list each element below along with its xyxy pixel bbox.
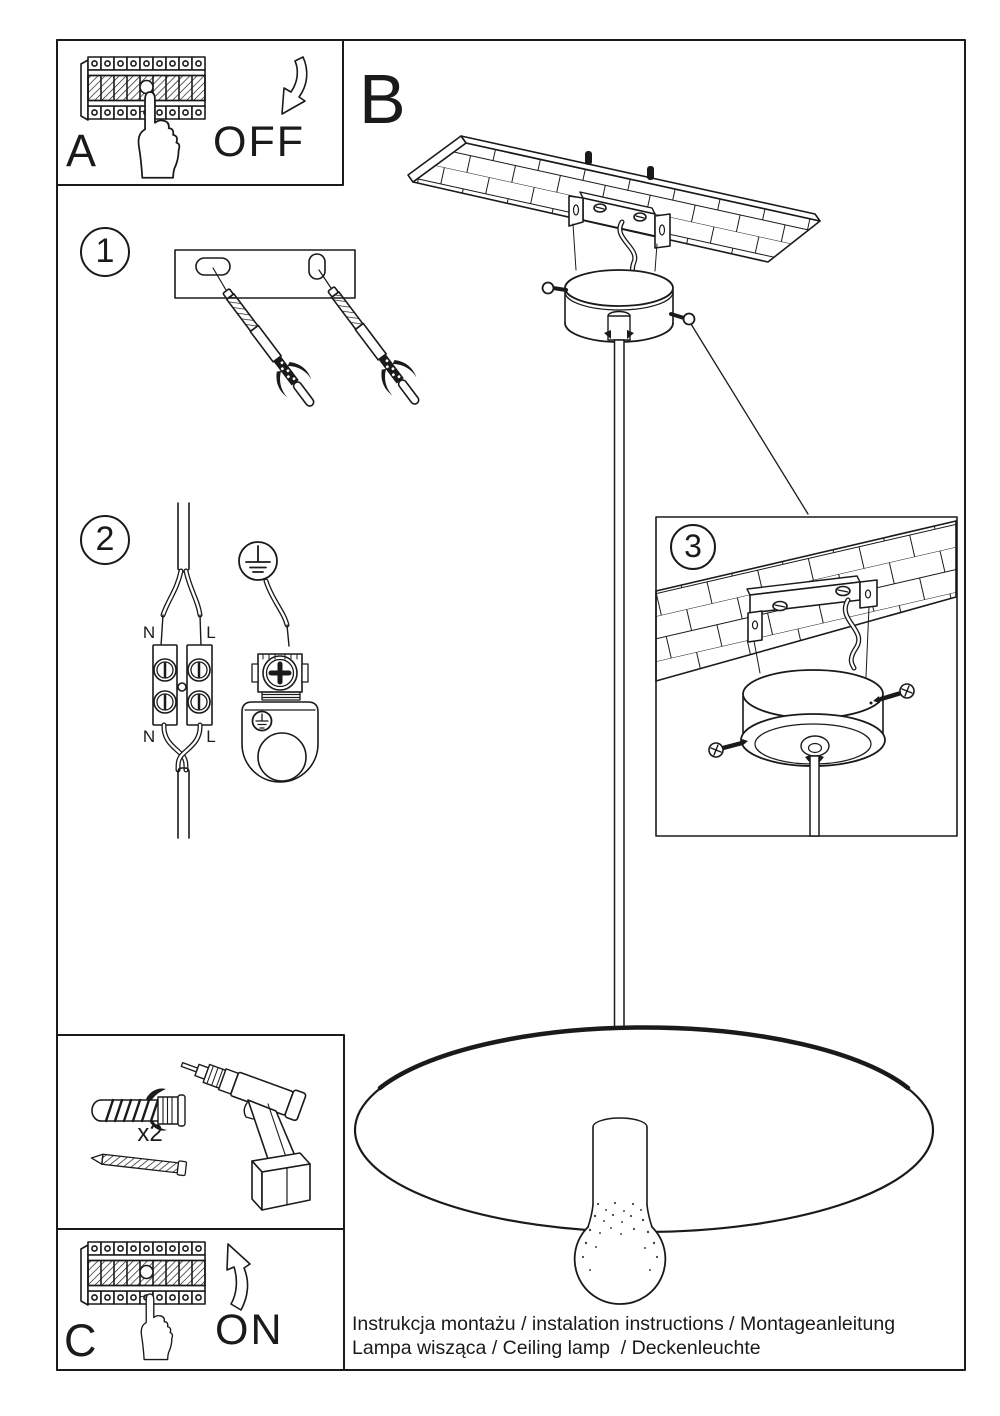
panel-b-label: B xyxy=(359,60,406,138)
canopy-side-screw xyxy=(708,739,748,758)
panel-c-label: C xyxy=(64,1315,97,1366)
mounting-bracket xyxy=(568,191,671,249)
earth-symbol-icon xyxy=(238,541,278,581)
caption-line-1: Instrukcja montażu / instalation instruc… xyxy=(352,1313,896,1335)
anchor-quantity-label: x2 xyxy=(137,1120,163,1147)
hanging-rod xyxy=(613,339,625,1041)
step1-number: 1 xyxy=(95,232,115,270)
terminal-screw xyxy=(187,658,211,682)
mains-cable xyxy=(177,502,190,573)
live-label-bottom: L xyxy=(206,727,216,746)
step1-badge xyxy=(80,227,130,277)
ground-clamp-drawing xyxy=(241,653,319,783)
drill-icon xyxy=(180,1061,311,1211)
terminal-block xyxy=(152,644,213,726)
neutral-label-bottom: N xyxy=(142,727,156,746)
light-bulb xyxy=(573,1226,667,1305)
page-border xyxy=(56,39,966,1371)
canopy-side-screw xyxy=(869,683,915,705)
terminal-screw xyxy=(153,658,177,682)
panel-c-box xyxy=(56,1228,345,1371)
neutral-label-top: N xyxy=(142,623,156,642)
bulb-socket xyxy=(592,1126,648,1206)
off-label: OFF xyxy=(213,118,305,166)
detail-leader-line xyxy=(690,323,809,515)
screw-tip xyxy=(585,151,592,165)
step2-wiring-drawing xyxy=(80,502,319,839)
terminal-screw xyxy=(187,690,211,714)
panel-a-label: A xyxy=(66,125,97,176)
step3-badge xyxy=(670,524,716,570)
bracket-screw xyxy=(593,203,607,213)
ceiling-canopy xyxy=(564,269,674,343)
detail-bracket xyxy=(746,575,878,643)
panel-b-drawing xyxy=(407,135,821,515)
screw-icon xyxy=(90,1153,188,1177)
screw-and-wall-plug-icon xyxy=(212,280,326,416)
live-label-top: L xyxy=(206,623,216,642)
screw-and-wall-plug-icon xyxy=(317,278,431,414)
canopy-side-screw xyxy=(669,312,696,326)
terminal-screw xyxy=(153,690,177,714)
canopy-side-screw xyxy=(541,281,568,295)
caption-line-2: Lampa wisząca / Ceiling lamp / Deckenleu… xyxy=(352,1337,761,1359)
breaker-off-drawing xyxy=(81,56,308,179)
wall-plug-icon xyxy=(91,1088,186,1131)
bracket-screw xyxy=(772,600,788,612)
bulb-shading-stipple xyxy=(581,1201,659,1271)
step2-badge xyxy=(80,515,130,565)
detail-canopy xyxy=(740,669,886,837)
step2-number: 2 xyxy=(95,520,115,558)
panel-a-box xyxy=(56,39,344,186)
screw-tip xyxy=(647,166,654,180)
arrow-down-icon xyxy=(281,56,308,115)
bracket-screw xyxy=(835,585,851,597)
arrow-up-icon xyxy=(226,1243,251,1311)
tools-drawing xyxy=(90,1061,311,1211)
hanging-rod xyxy=(809,755,820,837)
step3-detail-drawing xyxy=(655,516,958,837)
bracket-screw xyxy=(633,212,647,222)
plate-slot-hole xyxy=(195,257,231,276)
on-label: ON xyxy=(215,1306,284,1354)
step3-number: 3 xyxy=(684,528,702,564)
breaker-on-drawing xyxy=(81,1242,251,1361)
lamp-cable xyxy=(177,767,190,839)
step1-drawing xyxy=(80,227,431,416)
pendant-lamp-drawing xyxy=(353,339,935,1305)
